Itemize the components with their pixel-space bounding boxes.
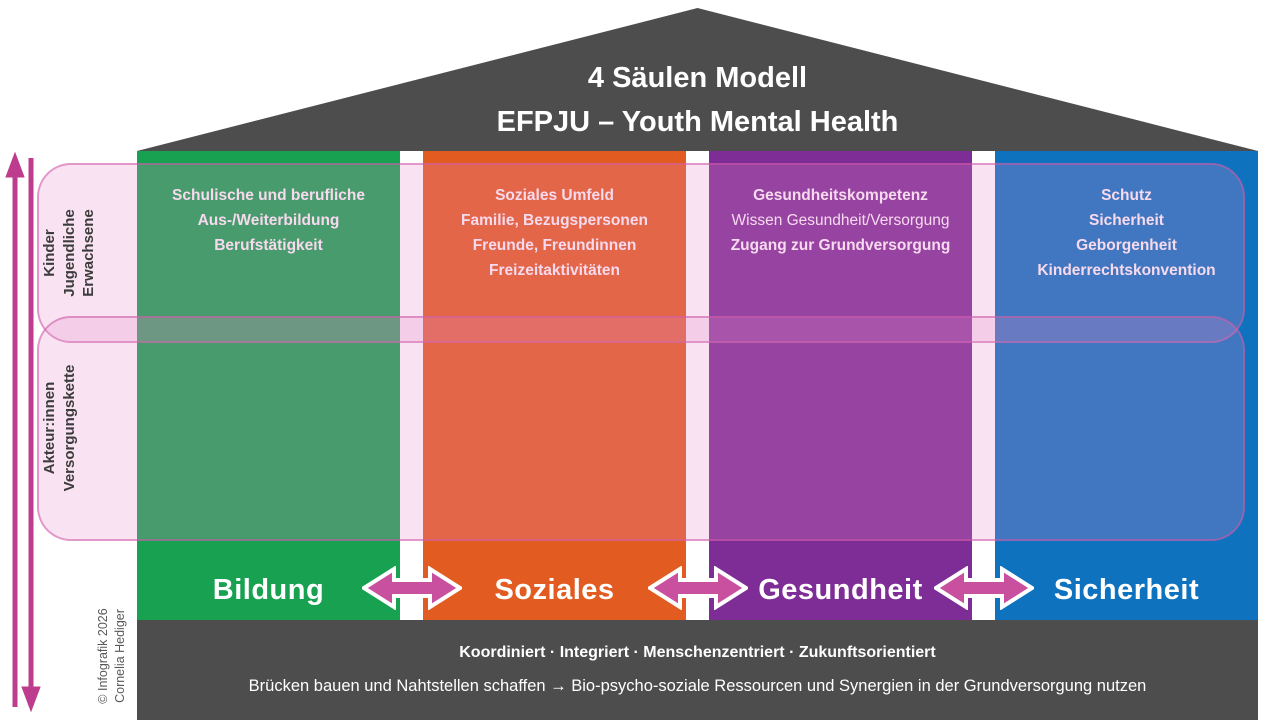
pillar-soziales: Soziales Umfeld Familie, Bezugspersonen …: [423, 151, 686, 620]
vertical-flow-arrows-icon: [5, 151, 41, 713]
topic-line: Berufstätigkeit: [214, 237, 323, 254]
pillar-soziales-label: Soziales: [494, 574, 615, 606]
topic-line: Zugang zur Grundversorgung: [730, 237, 951, 254]
pillar-gesundheit: Gesundheitskompetenz Wissen Gesundheit/V…: [709, 151, 972, 620]
page-title-line1: 4 Säulen Modell: [587, 62, 808, 94]
topic-line: Familie, Bezugspersonen: [461, 212, 648, 229]
actors-line: Versorgungskette: [60, 364, 78, 492]
pillar-bildung-topics: Schulische und berufliche Aus-/Weiterbil…: [137, 151, 400, 258]
age-line: Erwachsene: [80, 209, 97, 297]
pillar-soziales-topics: Soziales Umfeld Familie, Bezugspersonen …: [423, 151, 686, 283]
pillar-sicherheit-topics: Schutz Sicherheit Geborgenheit Kinderrec…: [995, 151, 1258, 283]
pillar-bildung-label: Bildung: [212, 574, 325, 606]
pillar-gesundheit-topics: Gesundheitskompetenz Wissen Gesundheit/V…: [709, 151, 972, 258]
bildung-soziales-arrow-icon: [362, 566, 462, 610]
topic-line: Aus-/Weiterbildung: [197, 212, 340, 229]
page-title-line2: EFPJU – Youth Mental Health: [496, 106, 899, 138]
footer-bar: Koordiniert · Integriert · Menschenzentr…: [137, 620, 1258, 720]
pillar-bildung: Schulische und berufliche Aus-/Weiterbil…: [137, 151, 400, 620]
topic-line: Gesundheitskompetenz: [753, 187, 928, 204]
topic-line: Kinderrechtskonvention: [1037, 262, 1216, 279]
pillar-sicherheit-label: Sicherheit: [1053, 574, 1200, 606]
topic-line: Schutz: [1101, 187, 1152, 204]
topic-line: Soziales Umfeld: [495, 187, 614, 204]
topic-line: Schulische und berufliche: [172, 187, 365, 204]
topic-line: Geborgenheit: [1076, 237, 1177, 254]
credit-line: Cornelia Hediger: [112, 609, 127, 703]
topic-line: Sicherheit: [1089, 212, 1164, 229]
credit-line: © Infografik 2026: [96, 608, 110, 704]
topic-line: Freizeitaktivitäten: [489, 262, 620, 279]
age-line: Jugendliche: [60, 209, 78, 297]
topic-line: Wissen Gesundheit/Versorgung: [731, 212, 950, 229]
pillar-sicherheit: Schutz Sicherheit Geborgenheit Kinderrec…: [995, 151, 1258, 620]
soziales-gesundheit-arrow-icon: [648, 566, 748, 610]
gesundheit-sicherheit-arrow-icon: [934, 566, 1034, 610]
footer-mission: Brücken bauen und Nahtstellen schaffen →…: [248, 677, 1147, 695]
topic-line: Freunde, Freundinnen: [472, 237, 637, 254]
age-groups-label: Kinder Jugendliche Erwachsene: [40, 165, 136, 341]
footer-principles: Koordiniert · Integriert · Menschenzentr…: [459, 644, 936, 661]
roof-triangle: 4 Säulen Modell EFPJU – Youth Mental Hea…: [137, 8, 1258, 151]
pillar-gesundheit-label: Gesundheit: [758, 574, 923, 606]
actors-label: Akteur:innen Versorgungskette: [40, 323, 136, 533]
credit-label: © Infografik 2026 Cornelia Hediger: [95, 591, 129, 720]
